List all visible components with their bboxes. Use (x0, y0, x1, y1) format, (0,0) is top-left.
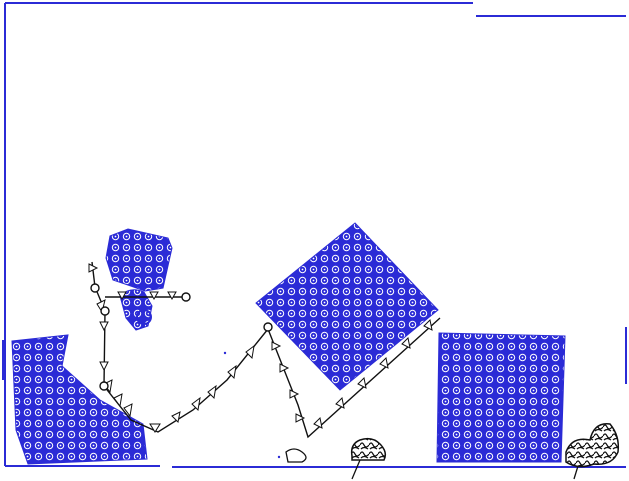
joint-ring-icon[interactable] (182, 293, 190, 301)
tilted-square[interactable] (256, 223, 438, 390)
track-tooth (336, 398, 344, 408)
scribble-creature-icon[interactable] (566, 424, 618, 467)
track-tooth (380, 358, 388, 368)
small-scribble-icon (286, 449, 306, 462)
joint-ring-icon[interactable] (101, 307, 109, 315)
joint-ring-icon[interactable] (100, 382, 108, 390)
scribble-creature-icon[interactable] (352, 439, 386, 460)
joint-ring-icon[interactable] (91, 284, 99, 292)
blob-bottom-left[interactable] (12, 335, 147, 464)
track-tooth (100, 362, 108, 370)
track-tooth (192, 398, 200, 410)
track-tooth (290, 390, 298, 398)
track-tooth (100, 322, 108, 330)
track-tooth (246, 346, 254, 358)
track-tooth (314, 418, 322, 428)
stray-dot (278, 456, 280, 458)
track-tooth (424, 320, 432, 330)
track-tooth (150, 424, 160, 432)
track-tooth (172, 412, 180, 422)
track-tooth (358, 378, 366, 388)
track-tooth (150, 292, 158, 299)
blob-top-left[interactable] (106, 229, 172, 291)
track-left (92, 262, 268, 432)
joint-ring-icon[interactable] (264, 323, 272, 331)
creature-leg (352, 460, 360, 479)
square-right[interactable] (437, 333, 565, 462)
stray-dot (224, 352, 226, 354)
track-tooth (402, 338, 410, 348)
track-tooth (168, 292, 176, 299)
track-joints (91, 284, 272, 390)
